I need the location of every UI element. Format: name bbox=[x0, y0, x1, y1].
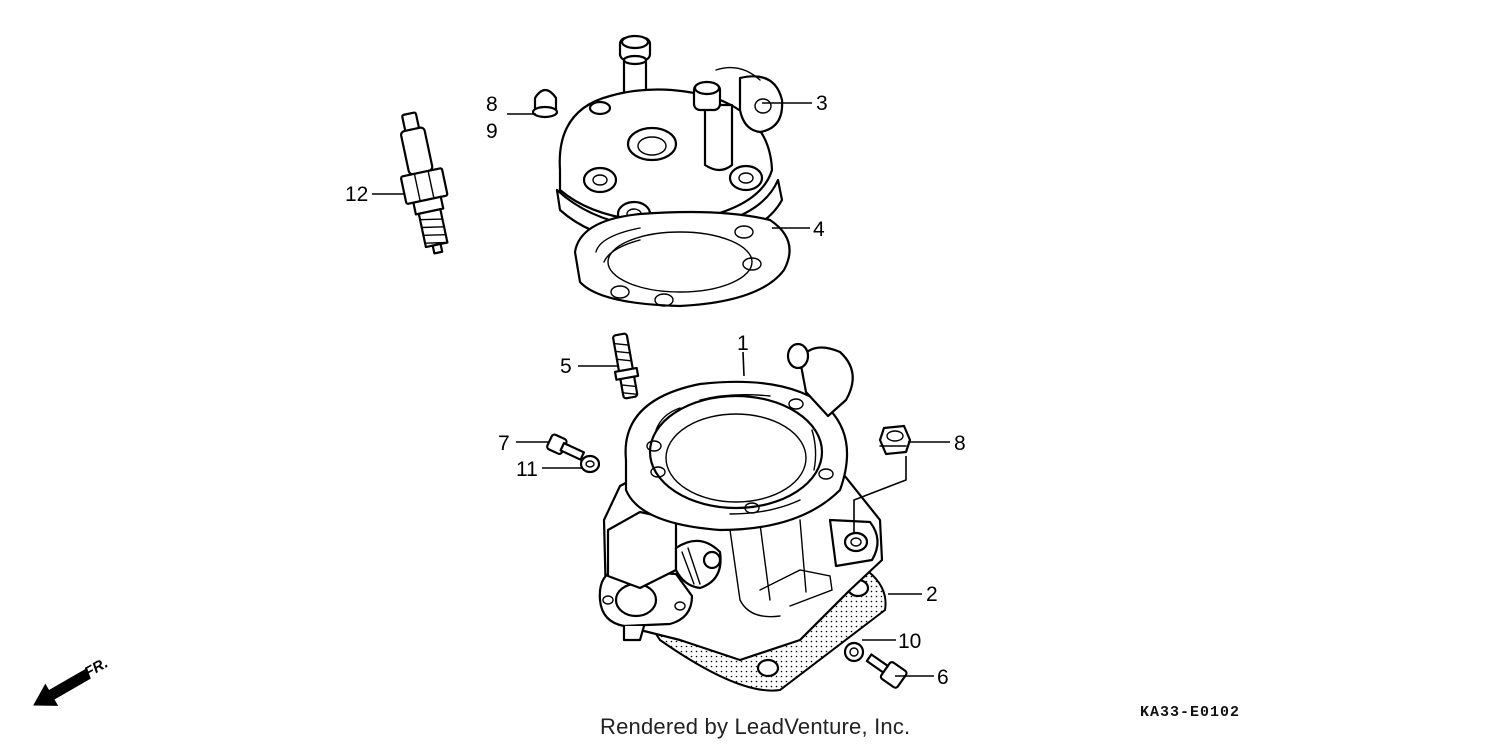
head-gasket[interactable] bbox=[573, 210, 791, 308]
callout-6: 6 bbox=[937, 666, 949, 689]
drawing-code: KA33-E0102 bbox=[1140, 704, 1241, 721]
spark-plug[interactable] bbox=[388, 109, 459, 257]
front-direction-arrow: FR. bbox=[33, 655, 111, 706]
callout-4: 4 bbox=[813, 218, 825, 241]
stud-bolt[interactable] bbox=[609, 332, 642, 400]
bolt-7[interactable] bbox=[546, 433, 586, 464]
callout-2: 2 bbox=[926, 583, 938, 606]
cylinder[interactable] bbox=[598, 342, 884, 662]
bolt-6[interactable] bbox=[863, 650, 908, 689]
callout-12: 12 bbox=[345, 183, 368, 206]
washer-10[interactable] bbox=[843, 641, 865, 663]
callouts: 1 2 3 4 5 6 7 8 8 9 10 11 12 bbox=[345, 92, 966, 689]
callout-3: 3 bbox=[816, 92, 828, 115]
callout-10: 10 bbox=[898, 630, 921, 653]
rendered-by-credit: Rendered by LeadVenture, Inc. bbox=[600, 714, 911, 739]
callout-7: 7 bbox=[498, 432, 510, 455]
callout-11: 11 bbox=[516, 458, 538, 481]
cap-nut[interactable] bbox=[531, 88, 559, 119]
callout-8-top: 8 bbox=[486, 93, 498, 116]
callout-8-right: 8 bbox=[954, 432, 966, 455]
leader-lines bbox=[372, 102, 950, 677]
callout-1: 1 bbox=[737, 332, 749, 355]
callout-9: 9 bbox=[486, 120, 498, 143]
flange-nut[interactable] bbox=[878, 424, 912, 456]
washer-11[interactable] bbox=[579, 454, 601, 474]
callout-5: 5 bbox=[560, 355, 572, 378]
